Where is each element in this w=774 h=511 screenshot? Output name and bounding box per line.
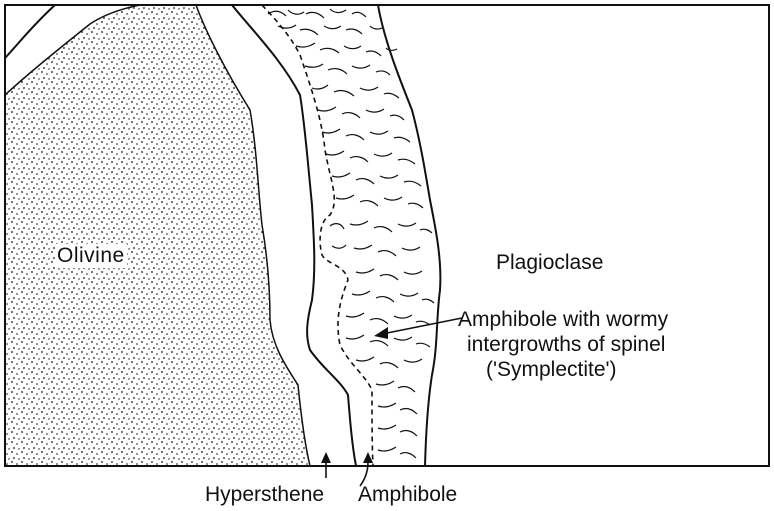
symplectite-label-line-3: ('Symplectite') — [486, 358, 617, 382]
olivine-grain — [5, 5, 310, 466]
amphibole-pointer — [360, 452, 373, 486]
plagioclase-label: Plagioclase — [496, 251, 603, 275]
olivine-label: Olivine — [55, 244, 127, 268]
amphibole-label: Amphibole — [358, 483, 457, 507]
top-left-boundary — [5, 5, 55, 58]
hypersthene-label: Hypersthene — [205, 483, 324, 507]
plagioclase-boundary — [378, 5, 440, 466]
symplectite-label-line-2: intergrowths of spinel — [467, 333, 665, 357]
symplectite-label-line-1: Amphibole with wormy — [458, 308, 668, 332]
